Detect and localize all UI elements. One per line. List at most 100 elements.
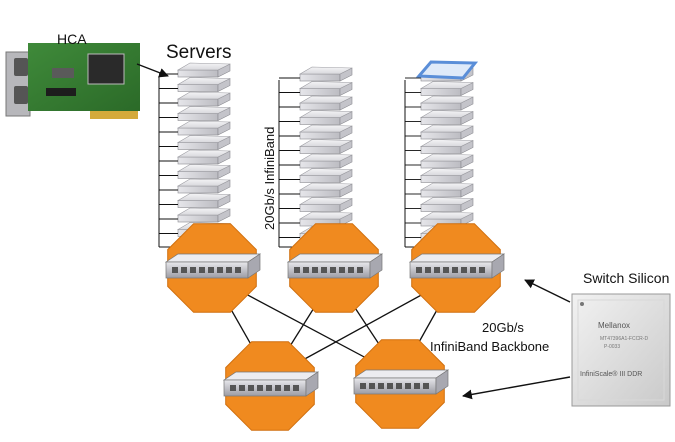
chip-brand: Mellanox: [598, 321, 630, 330]
switch-port: [199, 267, 205, 273]
server-unit: [405, 139, 474, 154]
edge-switch: [408, 223, 506, 313]
switch-port: [360, 383, 366, 389]
switch-port: [479, 267, 485, 273]
server-unit: [279, 197, 353, 212]
switch-port: [226, 267, 232, 273]
switch-port: [405, 383, 411, 389]
server-unit: [279, 95, 353, 111]
switch-port: [275, 385, 281, 391]
switch-port: [452, 267, 458, 273]
switch-port: [461, 267, 467, 273]
server-rack: [404, 60, 479, 248]
server-unit: [405, 110, 474, 125]
backbone-switch: [352, 339, 450, 429]
switch-port: [284, 385, 290, 391]
hca-card: [5, 43, 140, 119]
switch-port: [414, 383, 420, 389]
server-unit: [405, 124, 474, 140]
hca-label: HCA: [57, 31, 87, 47]
server-unit: [159, 62, 231, 78]
switch-port: [172, 267, 178, 273]
server-unit: [159, 91, 231, 107]
switch-port: [425, 267, 431, 273]
switch-port: [339, 267, 345, 273]
switch-port: [443, 267, 449, 273]
svg-text:MT47396A1-FCCR-D: MT47396A1-FCCR-D: [600, 336, 648, 342]
server-unit: [279, 110, 353, 125]
backbone-name-label: InfiniBand Backbone: [430, 339, 550, 354]
chip-package: [571, 293, 671, 407]
switch-port: [248, 385, 254, 391]
hca-component: [46, 88, 76, 96]
server-unit: [405, 81, 474, 96]
server-unit: [159, 207, 231, 223]
switch-port: [330, 267, 336, 273]
switch-port: [312, 267, 318, 273]
servers-label: Servers: [166, 42, 232, 63]
server-unit: [405, 168, 474, 183]
switch-port: [470, 267, 476, 273]
backbone-switch: [222, 341, 320, 431]
svg-text:P-0033: P-0033: [604, 344, 620, 350]
server-unit: [279, 66, 353, 82]
link-speed-label: 20Gb/s InfiniBand: [262, 126, 277, 230]
switch-silicon-chip: Mellanox MT47396A1-FCCR-D P-0033 InfiniS…: [571, 293, 671, 407]
switch-port: [235, 267, 241, 273]
edge-switch: [286, 223, 384, 313]
server-unit: [279, 211, 353, 227]
hca-connector: [90, 111, 138, 119]
server-unit: [405, 197, 474, 212]
switch-port: [208, 267, 214, 273]
server-unit: [159, 135, 231, 150]
server-unit: [159, 193, 231, 208]
switches: [164, 223, 506, 431]
server-unit: [405, 182, 474, 198]
switch-port: [303, 267, 309, 273]
hca-chip: [87, 53, 125, 85]
highlighted-server: [415, 60, 479, 80]
switch-port: [357, 267, 363, 273]
switch-port: [181, 267, 187, 273]
switch-silicon-label: Switch Silicon: [583, 270, 670, 286]
hca-port-1: [14, 58, 28, 76]
switch-port: [257, 385, 263, 391]
chip-arrow-upper: [524, 279, 571, 303]
edge-switch: [164, 223, 262, 313]
switch-port: [239, 385, 245, 391]
server-unit: [279, 81, 353, 96]
server-unit: [159, 149, 231, 165]
server-unit: [159, 164, 231, 179]
server-unit: [405, 153, 474, 169]
switch-port: [369, 383, 375, 389]
backbone-speed-label: 20Gb/s: [482, 320, 524, 335]
chip-arrow-lower: [462, 376, 571, 400]
server-unit: [159, 178, 231, 194]
switch-port: [423, 383, 429, 389]
server-racks: [158, 60, 479, 248]
switch-port: [434, 267, 440, 273]
hca-component: [52, 68, 74, 78]
switch-port: [230, 385, 236, 391]
switch-port: [387, 383, 393, 389]
server-unit: [405, 95, 474, 111]
chip-model: InfiniScale® III DDR: [580, 370, 642, 378]
server-unit: [279, 124, 353, 140]
switch-port: [321, 267, 327, 273]
server-unit: [279, 153, 353, 169]
switch-port: [266, 385, 272, 391]
switch-port: [378, 383, 384, 389]
switch-port: [217, 267, 223, 273]
hca-port-2: [14, 86, 28, 104]
server-unit: [279, 139, 353, 154]
server-rack: [158, 62, 231, 248]
switch-port: [294, 267, 300, 273]
switch-port: [416, 267, 422, 273]
server-unit: [159, 120, 231, 136]
server-rack: [278, 66, 353, 248]
server-unit: [279, 182, 353, 198]
server-unit: [159, 77, 231, 92]
switch-port: [396, 383, 402, 389]
